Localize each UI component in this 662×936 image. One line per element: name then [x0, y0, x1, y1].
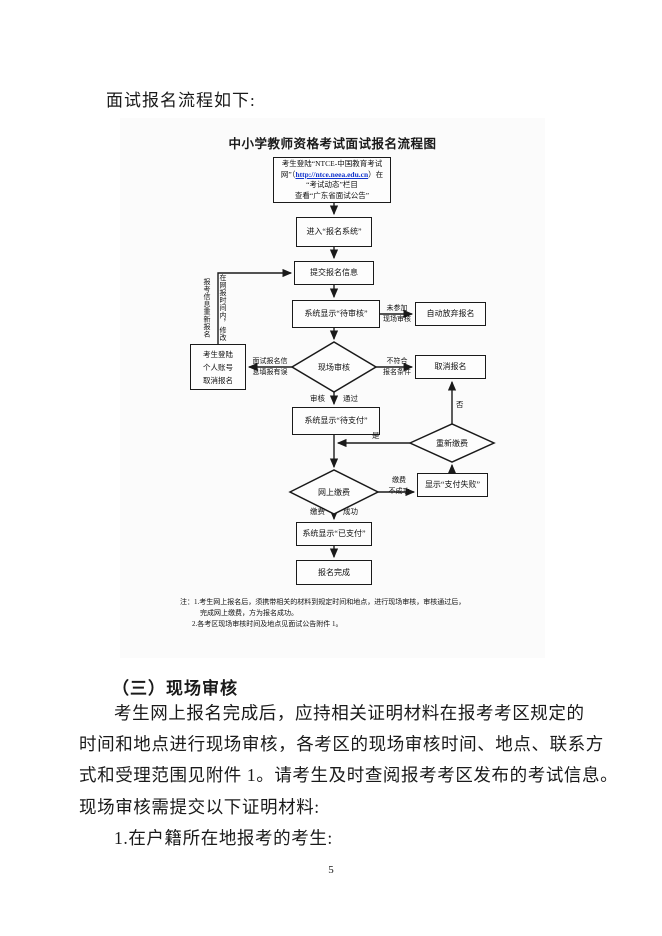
box-auto-abandon: 自动放弃报名 [415, 302, 486, 326]
label-yes: 是 [372, 431, 380, 440]
box-pending-payment: 系统显示“待支付” [292, 407, 380, 435]
flowchart-notes: 注：1.考生网上报名后，须携带相关的材料到规定时间和地点，进行现场审核，审核通过… [180, 597, 465, 630]
flowchart-title: 中小学教师资格考试面试报名流程图 [228, 137, 437, 151]
label-pay-fail: 缴费 不成功 [383, 475, 415, 497]
note-line1: 注：1.考生网上报名后，须携带相关的材料到规定时间和地点，进行现场审核，审核通过… [180, 597, 465, 608]
paragraph-line: 现场审核需提交以下证明材料: [79, 796, 320, 817]
label-info-error-line2: 息填报有误 [252, 368, 288, 376]
start-box-line2: 网”（http://ntce.neea.edu.cn）在 [281, 170, 383, 181]
login-cancel-line3: 取消报名 [203, 375, 233, 385]
paragraph-line: 考生网上报名完成后，应持相关证明材料在报考考区规定的 [114, 703, 585, 723]
box-paid: 系统显示“已支付” [296, 522, 372, 546]
label-not-qualified-line1: 不符合 [386, 357, 408, 365]
label-no: 否 [456, 400, 464, 409]
registration-flowchart: 中小学教师资格考试面试报名流程图 考生登陆“NTCE-中国教育考试 网”（htt… [120, 118, 545, 658]
label-pay-fail-line2: 不成功 [388, 487, 410, 495]
label-review-pass-right: 通过 [343, 394, 358, 403]
box-submit-info: 提交报名信息 [294, 261, 374, 285]
ntce-link[interactable]: http://ntce.neea.edu.cn [295, 169, 369, 179]
paragraph-line: 式和受理范围见附件 1。请考生及时查阅报考考区发布的考试信息。 [79, 765, 619, 786]
label-not-qualified-line2: 报名条件 [383, 368, 411, 376]
label-not-attended-line1: 未参加 [386, 304, 408, 312]
box-enter-system: 进入“报名系统” [296, 217, 372, 247]
box-payment-failed: 显示“支付失败” [417, 473, 488, 497]
page-number: 5 [328, 864, 334, 876]
intro-text: 面试报名流程如下: [106, 91, 256, 110]
diamond-repay [408, 423, 496, 463]
diamond-online-payment [288, 469, 380, 515]
label-info-error-line1: 面试报名信 [252, 357, 288, 365]
box-login-cancel: 考生登陆 个人账号 取消报名 [190, 344, 246, 390]
start-box-line2-post: ）在 [368, 169, 384, 179]
path-modify-resubmit [217, 268, 293, 344]
start-box-line4: 查看“广东省面试公告” [294, 190, 370, 200]
diamond-onsite-review [290, 341, 378, 393]
label-modify-in-period: 在网报时间内，修改 [219, 274, 227, 342]
login-cancel-line1: 考生登陆 [203, 349, 233, 359]
section-heading: （三）现场审核 [112, 679, 238, 698]
note-label: 注： [180, 598, 194, 606]
label-review-pass-left: 审核 [310, 394, 325, 403]
start-box-line1: 考生登陆“NTCE-中国教育考试 [281, 159, 383, 168]
label-review-pass: 审核 通过 [310, 393, 358, 404]
diamond-label-onsite-review: 现场审核 [318, 363, 350, 372]
start-box: 考生登陆“NTCE-中国教育考试 网”（http://ntce.neea.edu… [273, 157, 391, 203]
diamond-label-repay: 重新缴费 [436, 439, 468, 448]
label-info-error: 面试报名信 息填报有误 [247, 356, 293, 378]
paragraph-line: 1.在户籍所在地报考的考生: [114, 827, 333, 848]
note-1a: 1.考生网上报名后，须携带相关的材料到规定时间和地点，进行现场审核，审核通过后， [194, 598, 466, 606]
box-complete: 报名完成 [296, 560, 372, 585]
note-2: 2.各考区现场审核时间及地点见面试公告附件 1。 [192, 620, 343, 628]
label-not-attended: 未参加 现场审核 [380, 303, 414, 325]
start-box-line3: “考试动态”栏目 [306, 180, 358, 189]
login-cancel-line2: 个人账号 [203, 362, 233, 372]
label-pay-fail-line1: 缴费 [392, 476, 406, 484]
flowchart-connectors [217, 203, 496, 559]
start-box-line2-pre: 网”（ [280, 169, 296, 179]
box-cancel-registration: 取消报名 [415, 355, 486, 379]
label-pay-success: 缴费 成功 [310, 506, 358, 517]
box-pending-review: 系统显示“待审核” [292, 300, 380, 328]
label-pay-success-right: 成功 [343, 507, 358, 516]
note-1b: 完成网上缴费，方为报名成功。 [200, 609, 298, 617]
paragraph-line: 时间和地点进行现场审核，各考区的现场审核时间、地点、联系方 [79, 734, 604, 755]
label-pay-success-left: 缴费 [310, 507, 325, 516]
body-paragraph: 考生网上报名完成后，应持相关证明材料在报考考区规定的 时间和地点进行现场审核，各… [79, 698, 619, 854]
label-not-qualified: 不符合 报名条件 [380, 356, 414, 378]
label-not-attended-line2: 现场审核 [383, 315, 411, 323]
diamond-label-online-payment: 网上缴费 [318, 488, 350, 497]
label-reregister-info: 报考信息重新报名 [203, 278, 211, 338]
